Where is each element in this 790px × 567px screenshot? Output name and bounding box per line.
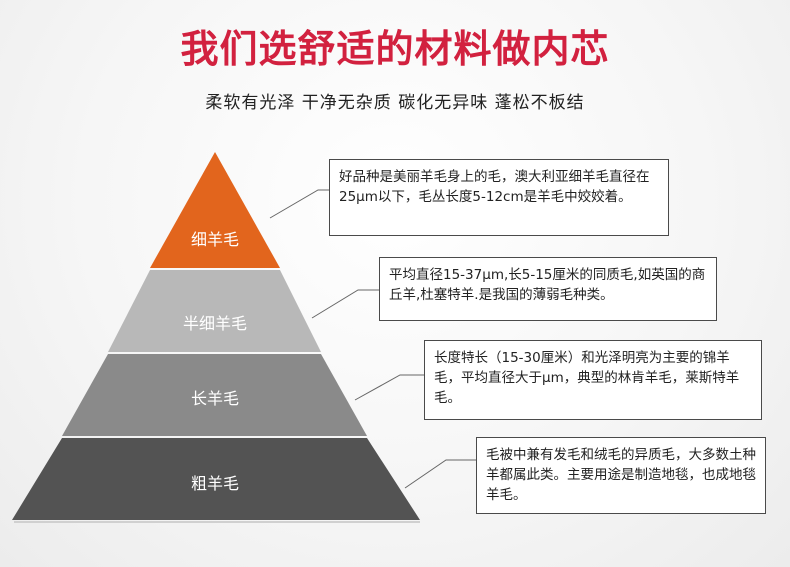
description-box-fine-wool: 好品种是美丽羊毛身上的毛，澳大利亚细羊毛直径在25μm以下，毛丛长度5-12cm… xyxy=(329,159,669,236)
tier-label-semi-fine-wool: 半细羊毛 xyxy=(182,314,247,333)
connector-2 xyxy=(311,289,380,319)
connector-1 xyxy=(269,189,330,219)
tier-fine-wool xyxy=(150,152,280,268)
tier-long-wool xyxy=(62,354,367,436)
description-box-coarse-wool: 毛被中兼有发毛和绒毛的异质毛，大多数土种羊都属此类。主要用途是制造地毯，也成地毯… xyxy=(476,437,766,514)
tier-coarse-wool xyxy=(12,438,420,520)
tier-label-coarse-wool: 粗羊毛 xyxy=(190,474,239,493)
page-subtitle: 柔软有光泽 干净无杂质 碳化无异味 蓬松不板结 xyxy=(205,93,585,113)
connector-4 xyxy=(404,459,476,489)
tier-label-fine-wool: 细羊毛 xyxy=(190,230,239,249)
description-box-semi-fine-wool: 平均直径15-37μm,长5-15厘米的同质毛,如英国的商丘羊,杜塞特羊.是我国… xyxy=(379,257,717,321)
tier-label-long-wool: 长羊毛 xyxy=(190,389,239,408)
connector-3 xyxy=(354,374,424,401)
description-box-long-wool: 长度特长（15-30厘米）和光泽明亮为主要的锦羊毛，平均直径大于μm，典型的林肯… xyxy=(424,340,762,420)
tier-semi-fine-wool xyxy=(108,270,321,352)
page-title: 我们选舒适的材料做内芯 xyxy=(180,27,610,71)
